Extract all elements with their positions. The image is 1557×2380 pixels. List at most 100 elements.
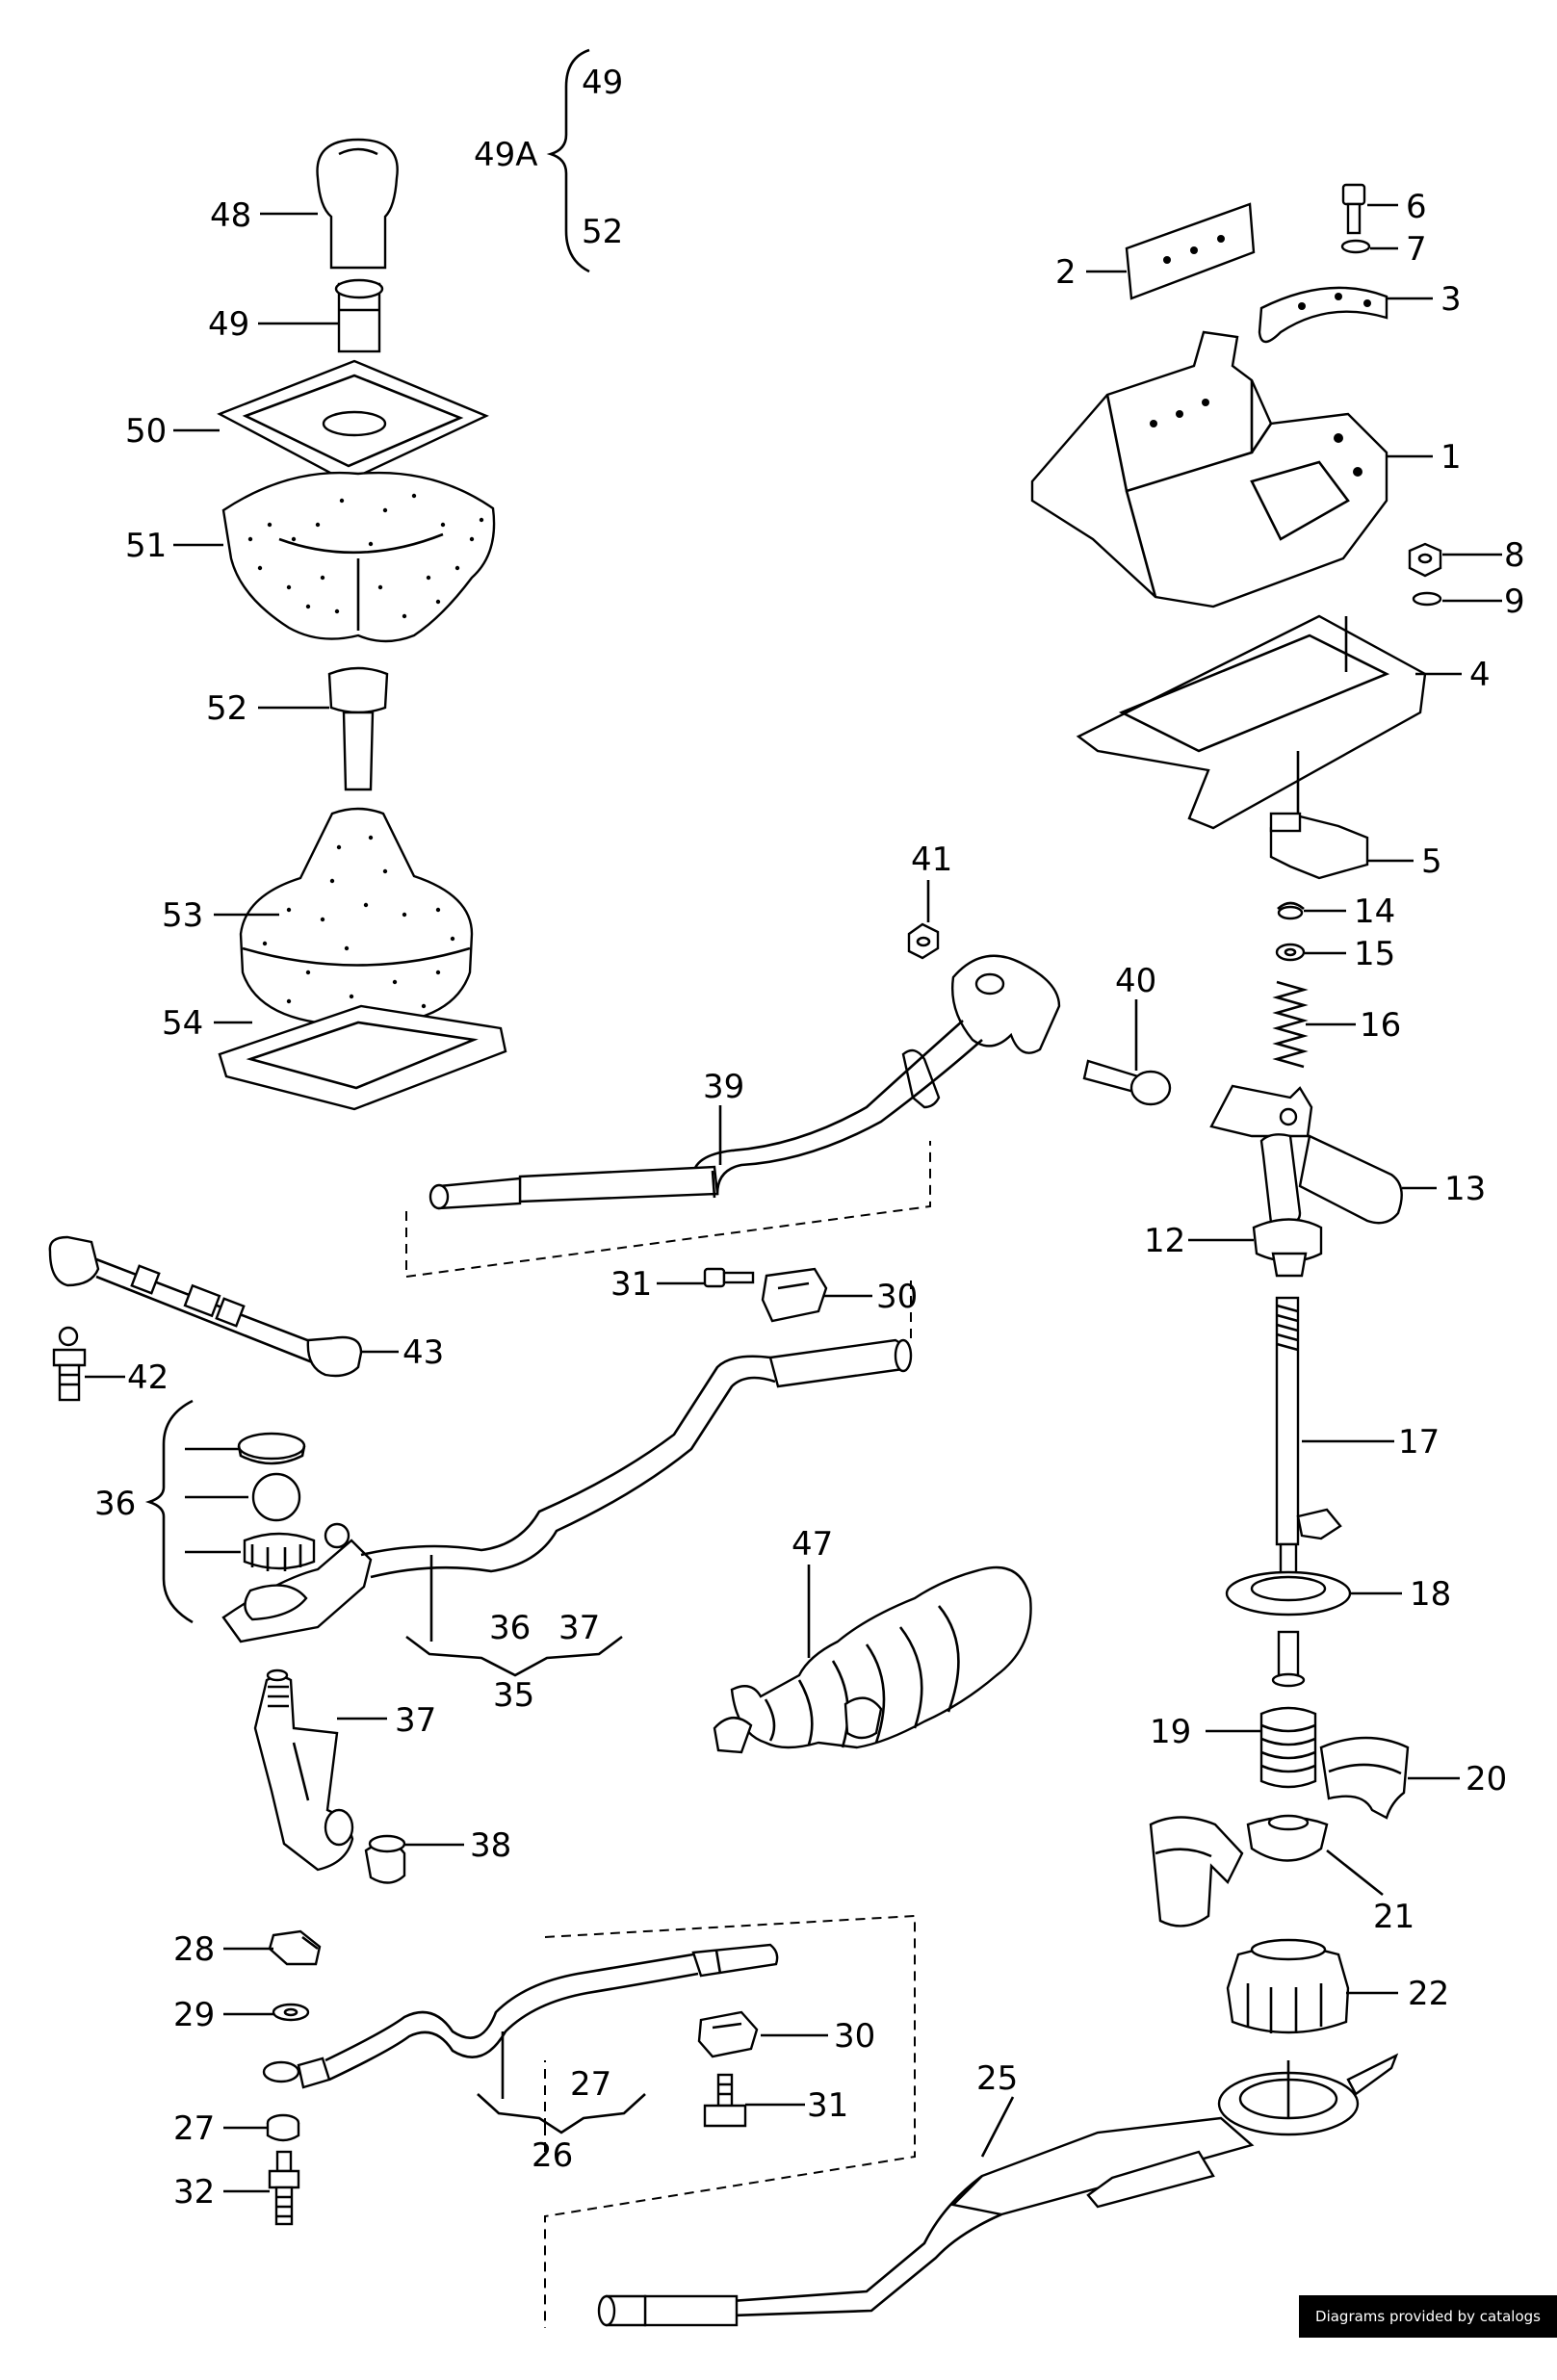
circlip-14 — [1277, 901, 1305, 920]
label-31-lower: 31 — [807, 2086, 848, 2125]
rubber-boot-47 — [713, 1565, 1032, 1754]
bolt-31-upper — [703, 1267, 755, 1288]
legend-49A-brace — [546, 48, 590, 273]
linkage-rod-43 — [48, 1235, 363, 1378]
label-7: 7 — [1406, 230, 1427, 269]
label-52: 52 — [206, 689, 247, 728]
cap-nut-38 — [364, 1834, 406, 1884]
boot-lower — [239, 807, 474, 1027]
bolt-6 — [1341, 183, 1366, 235]
nut-8 — [1408, 542, 1442, 578]
label-27-sub: 27 — [570, 2065, 611, 2104]
label-12: 12 — [1144, 1222, 1185, 1260]
label-41: 41 — [911, 841, 952, 879]
label-20: 20 — [1466, 1760, 1507, 1798]
pivot-block-5 — [1269, 812, 1369, 880]
cup-21 — [1246, 1814, 1329, 1862]
label-2: 2 — [1055, 253, 1077, 292]
label-3: 3 — [1440, 280, 1462, 319]
label-4: 4 — [1469, 656, 1491, 694]
label-47: 47 — [791, 1525, 833, 1564]
knob-adapter — [334, 278, 384, 353]
label-16: 16 — [1360, 1006, 1401, 1045]
label-9: 9 — [1504, 582, 1525, 621]
brace-26 — [477, 2093, 646, 2134]
label-35: 35 — [493, 1676, 534, 1715]
label-36-left: 36 — [94, 1485, 136, 1523]
label-13: 13 — [1444, 1170, 1486, 1208]
label-54: 54 — [162, 1004, 203, 1043]
washer-15 — [1275, 943, 1306, 962]
label-30-lower: 30 — [834, 2017, 875, 2056]
label-50: 50 — [125, 412, 167, 451]
ball-36 — [251, 1472, 301, 1522]
boot-base-plate — [218, 1004, 507, 1111]
stud-32 — [268, 2150, 300, 2226]
label-49A-legend: 49A — [474, 136, 538, 174]
boot-upper — [221, 471, 496, 643]
ball-socket-36 — [243, 1532, 316, 1571]
label-22: 22 — [1408, 1975, 1449, 2013]
label-52-legend: 52 — [582, 213, 623, 251]
label-17: 17 — [1398, 1423, 1440, 1462]
washer-29 — [272, 2003, 310, 2022]
bolt-31-lower — [703, 2073, 747, 2128]
label-32: 32 — [173, 2173, 215, 2212]
label-42: 42 — [127, 1358, 169, 1397]
brace-35 — [405, 1635, 623, 1677]
gear-knob — [316, 138, 399, 270]
label-43: 43 — [402, 1333, 444, 1372]
dust-cover-18 — [1225, 1570, 1352, 1617]
nut-41 — [907, 922, 940, 960]
label-1: 1 — [1440, 438, 1462, 477]
label-15: 15 — [1354, 935, 1395, 973]
half-bushing-left — [1149, 1816, 1244, 1927]
housing-nut-22 — [1226, 1938, 1350, 2034]
selector-housing-25 — [597, 2053, 1399, 2327]
shift-cable-35 — [221, 1338, 913, 1643]
label-6: 6 — [1406, 188, 1427, 226]
group-box-upper-cable — [405, 1141, 931, 1279]
label-21: 21 — [1373, 1898, 1414, 1936]
selector-rod-17 — [1275, 1296, 1342, 1581]
label-36-sub: 36 — [489, 1609, 531, 1647]
credit-badge: Diagrams provided by catalogs parts — [1299, 2295, 1557, 2367]
label-27: 27 — [173, 2109, 215, 2148]
label-48: 48 — [210, 196, 251, 235]
label-25: 25 — [976, 2059, 1018, 2098]
grease-nipple-42 — [52, 1326, 87, 1402]
label-39: 39 — [703, 1068, 744, 1106]
label-31-upper: 31 — [610, 1265, 652, 1304]
selector-lever-13 — [1209, 1084, 1403, 1225]
clip-30-lower — [697, 2010, 759, 2058]
label-29: 29 — [173, 1996, 215, 2034]
support-plate-4 — [1076, 614, 1427, 830]
washer-7 — [1340, 239, 1371, 254]
cap-36 — [237, 1432, 306, 1465]
group-box-lower-cable — [544, 1914, 916, 2328]
boot-frame — [217, 359, 489, 483]
shift-lever-sleeve — [327, 666, 389, 791]
label-5: 5 — [1421, 842, 1442, 881]
label-38: 38 — [470, 1826, 511, 1865]
rod-end — [1271, 1630, 1306, 1688]
half-bushing-20 — [1319, 1736, 1410, 1820]
label-18: 18 — [1410, 1575, 1451, 1614]
label-19: 19 — [1150, 1713, 1191, 1751]
spring-19 — [1259, 1706, 1317, 1789]
clip-28 — [268, 1929, 322, 1966]
washer-27 — [266, 2113, 300, 2142]
label-40: 40 — [1115, 962, 1156, 1000]
clip-30-upper — [761, 1267, 828, 1323]
linkage-cable-39 — [428, 954, 1061, 1210]
label-49-legend: 49 — [582, 64, 623, 102]
label-37: 37 — [395, 1701, 436, 1740]
label-53: 53 — [162, 896, 203, 935]
selector-base-12 — [1252, 1218, 1323, 1278]
curved-bracket-3 — [1258, 286, 1388, 344]
pin-40 — [1082, 1059, 1172, 1106]
label-26: 26 — [532, 2136, 573, 2175]
brace-36 — [144, 1399, 194, 1624]
mounting-bracket-1 — [1030, 330, 1388, 608]
